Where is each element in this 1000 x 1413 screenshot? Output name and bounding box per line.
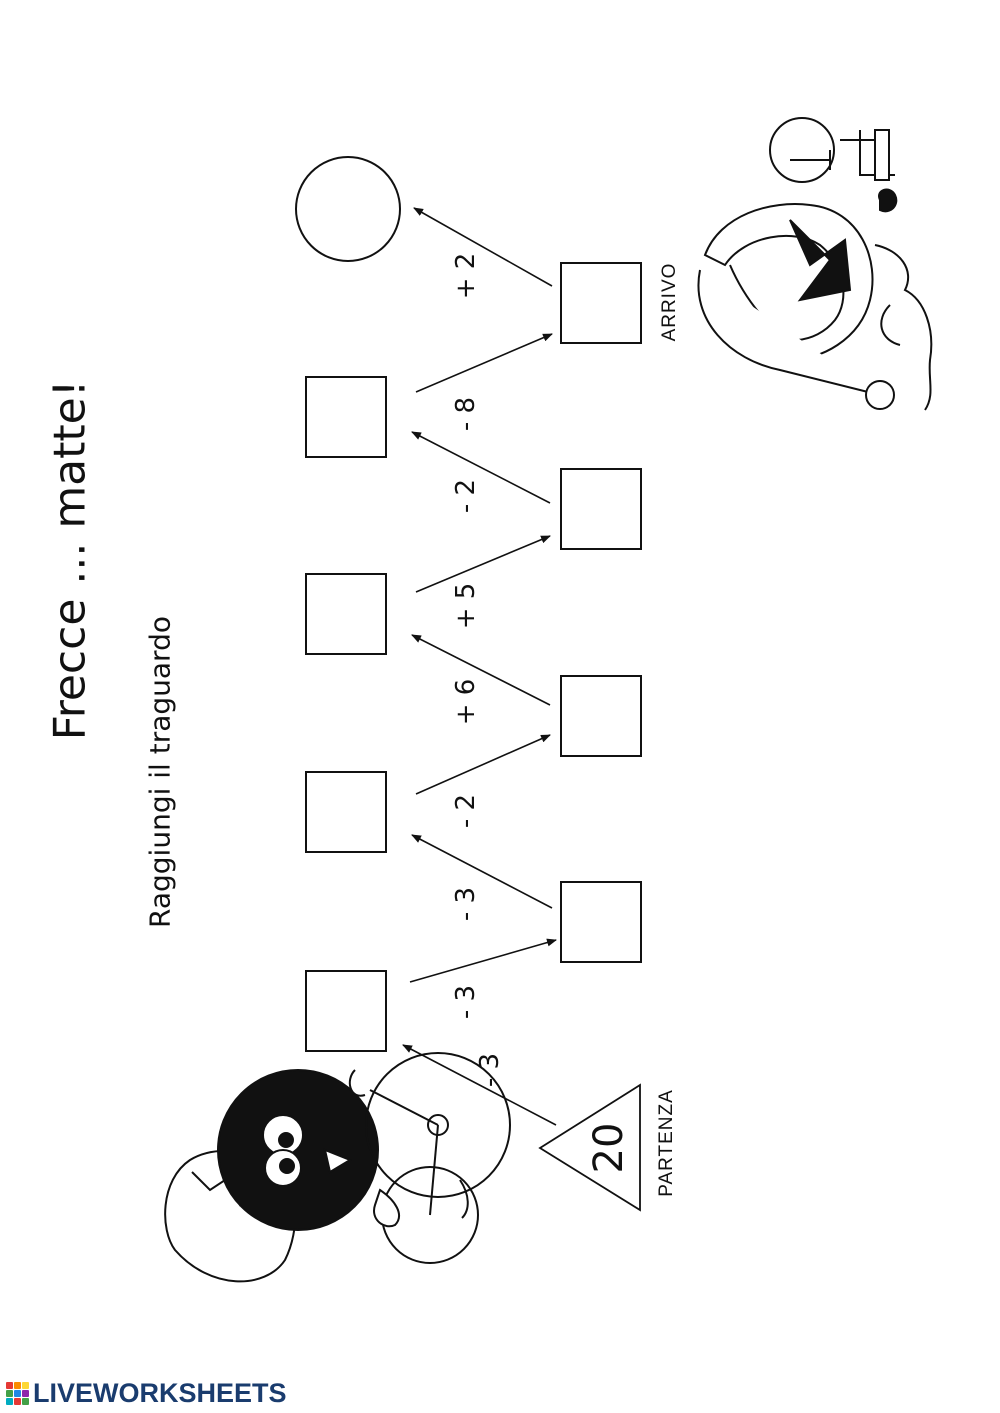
answer-box-3[interactable]: [305, 771, 387, 853]
operation-label: + 6: [451, 678, 481, 726]
chick-bicycle-illustration: [164, 1052, 511, 1283]
answer-box-1[interactable]: [305, 970, 387, 1052]
operation-label: + 2: [451, 252, 481, 300]
arrow-5: [411, 634, 551, 706]
operation-label: - 3: [475, 1052, 505, 1088]
arrow-3: [411, 834, 553, 909]
answer-box-4[interactable]: [560, 675, 642, 757]
finish-label: ARRIVO: [659, 262, 680, 342]
start-value: 20: [586, 1122, 632, 1174]
arrow-7: [411, 431, 551, 504]
operation-label: + 5: [451, 582, 481, 630]
answer-box-2[interactable]: [560, 881, 642, 963]
operation-label: - 8: [451, 396, 481, 432]
arrow-6: [415, 535, 551, 593]
wizard-illustration: [697, 117, 933, 411]
operation-label: - 2: [451, 478, 481, 514]
arrow-1: [402, 1044, 557, 1126]
arrow-9: [413, 207, 553, 287]
arrow-4: [415, 734, 551, 795]
answer-box-7[interactable]: [305, 376, 387, 458]
start-label: PARTENZA: [656, 1089, 677, 1197]
liveworksheets-logo: LIVEWORKSHEETS: [6, 1378, 287, 1409]
answer-box-6[interactable]: [560, 468, 642, 550]
arrow-8: [415, 333, 553, 393]
operation-label: - 3: [451, 886, 481, 922]
start-triangle: [538, 1083, 641, 1212]
answer-box-8[interactable]: [560, 262, 642, 344]
brand-name: LIVEWORKSHEETS: [33, 1378, 287, 1408]
operation-label: - 2: [451, 793, 481, 829]
arrow-2: [409, 938, 557, 983]
finish-circle[interactable]: [295, 156, 401, 262]
logo-grid-icon: [6, 1382, 29, 1405]
answer-box-5[interactable]: [305, 573, 387, 655]
operation-label: - 3: [451, 984, 481, 1020]
